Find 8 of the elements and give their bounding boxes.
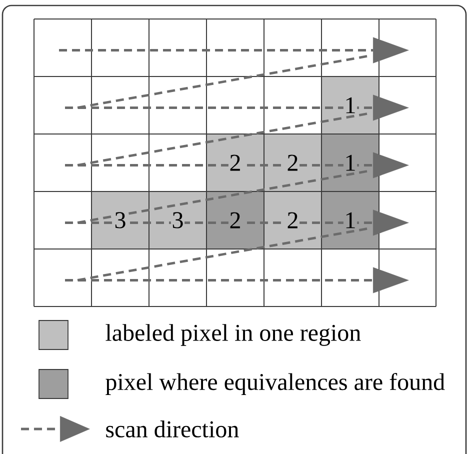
- region-number: 1: [343, 154, 358, 172]
- region-number: 2: [286, 212, 300, 229]
- legend-text: labeled pixel in one region: [106, 324, 361, 346]
- region-number: 1: [343, 212, 358, 229]
- region-number: 1: [343, 96, 358, 114]
- legend-text: pixel where equivalences are found: [106, 373, 445, 395]
- region-number: 2: [228, 212, 242, 229]
- legend-text: scan direction: [106, 420, 239, 438]
